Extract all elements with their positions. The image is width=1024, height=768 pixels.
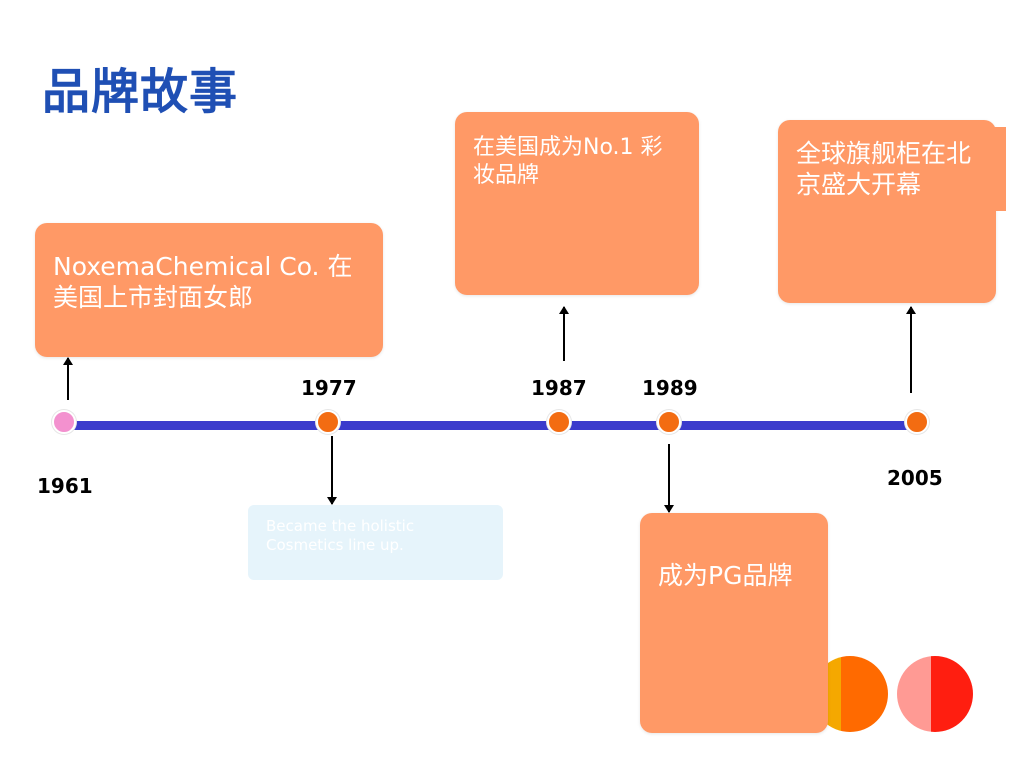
card-noxema-text: NoxemaChemical Co. 在美国上市封面女郎 bbox=[53, 252, 353, 313]
timeline-dot-1977 bbox=[316, 410, 340, 434]
arrow-1961 bbox=[63, 357, 73, 400]
arrow-1989 bbox=[664, 444, 674, 513]
page-title: 品牌故事 bbox=[42, 64, 239, 120]
card-pg-text: 成为PG品牌 bbox=[658, 561, 793, 590]
timeline-line bbox=[65, 421, 920, 430]
year-1989: 1989 bbox=[642, 376, 698, 400]
card-flagship-text: 全球旗舰柜在北京盛大开幕 bbox=[796, 139, 972, 200]
decor-circle-red bbox=[897, 656, 973, 732]
card-noxema: NoxemaChemical Co. 在美国上市封面女郎 bbox=[35, 223, 383, 357]
year-1961: 1961 bbox=[37, 474, 93, 498]
card-flagship: 全球旗舰柜在北京盛大开幕 bbox=[778, 120, 996, 303]
arrow-2005 bbox=[906, 306, 916, 393]
year-2005: 2005 bbox=[887, 466, 943, 490]
faint-note-text: Became the holistic Cosmetics line up. bbox=[266, 517, 415, 554]
timeline-dot-1961 bbox=[52, 410, 76, 434]
card-no1-text: 在美国成为No.1 彩妆品牌 bbox=[473, 135, 663, 188]
timeline-dot-1987 bbox=[547, 410, 571, 434]
card-no1: 在美国成为No.1 彩妆品牌 bbox=[455, 112, 699, 295]
card-flagship-edge bbox=[994, 127, 1006, 211]
timeline-dot-2005 bbox=[905, 410, 929, 434]
arrow-1987 bbox=[559, 306, 569, 361]
card-pg: 成为PG品牌 bbox=[640, 513, 828, 733]
year-1987: 1987 bbox=[531, 376, 587, 400]
year-1977: 1977 bbox=[301, 376, 357, 400]
timeline-dot-1989 bbox=[657, 410, 681, 434]
faint-note-box: Became the holistic Cosmetics line up. bbox=[248, 505, 503, 580]
arrow-1977 bbox=[327, 436, 337, 505]
